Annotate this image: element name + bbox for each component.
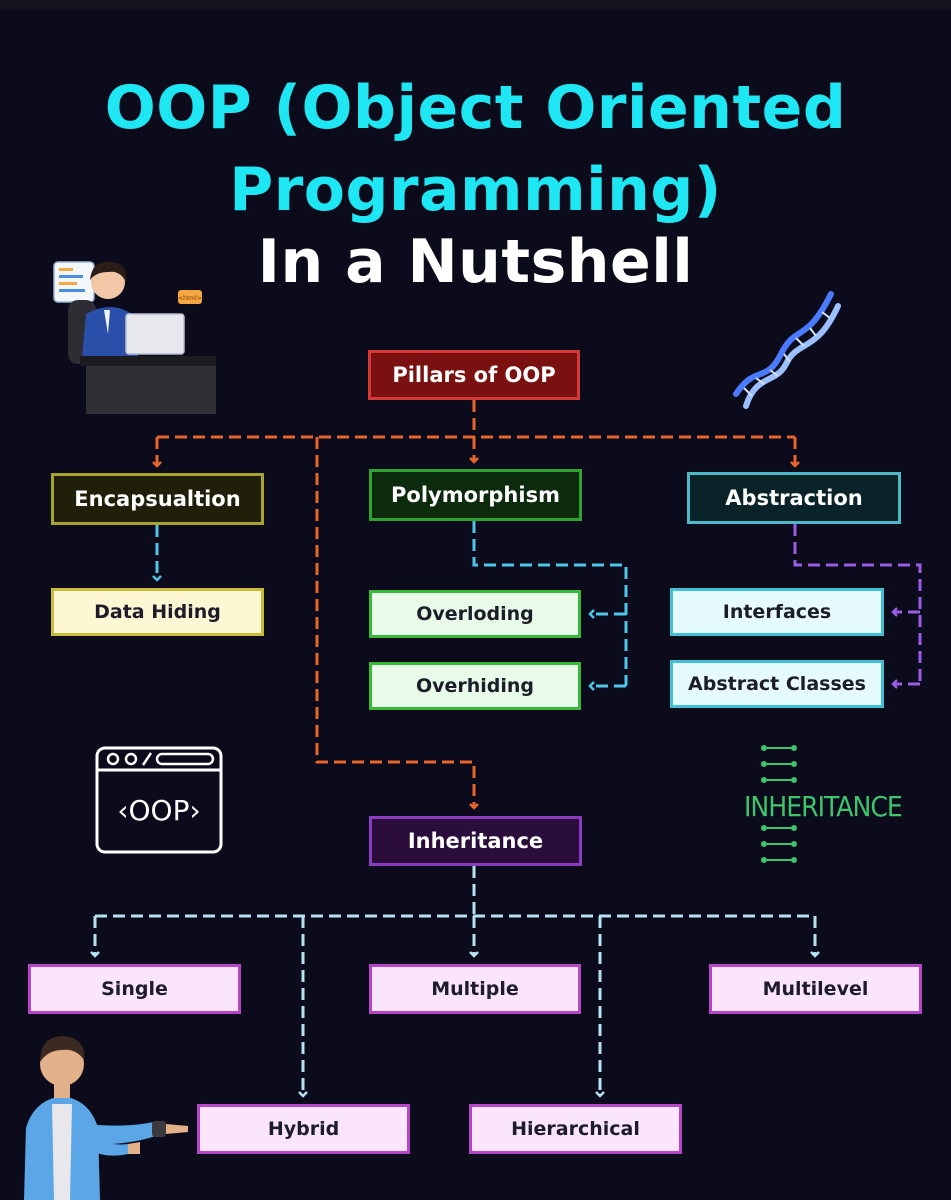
interfaces-label: Interfaces [722, 601, 832, 623]
single-box: Single [28, 964, 241, 1014]
developer-illustration: <html> [53, 261, 216, 414]
pillars-of-oop-box: Pillars of OOP [368, 350, 580, 400]
inheritance-dna-icon [761, 745, 797, 863]
arrow-to-inheritance [315, 437, 479, 810]
pillars-of-oop-label: Pillars of OOP [392, 363, 556, 387]
abstraction-branch [793, 524, 922, 684]
multilevel-label: Multilevel [762, 978, 869, 1000]
single-label: Single [101, 978, 168, 1000]
top-bar [0, 0, 951, 10]
poly-branch [472, 521, 628, 686]
polymorphism-label: Polymorphism [391, 483, 560, 507]
data-hiding-label: Data Hiding [94, 601, 221, 623]
hybrid-box: Hybrid [197, 1104, 410, 1154]
hybrid-label: Hybrid [267, 1118, 340, 1140]
inheritance-logo-text: INHERITANCE [744, 790, 903, 823]
oop-icon-text: ‹OOP› [117, 794, 200, 827]
data-hiding-box: Data Hiding [51, 588, 264, 636]
title-line-2: Programming) [229, 155, 722, 225]
man-pointing-illustration [24, 1036, 188, 1200]
overhiding-label: Overhiding [415, 675, 535, 697]
encapsulation-box: Encapsualtion [51, 473, 264, 525]
dna-helix-icon [733, 291, 841, 409]
encapsulation-label: Encapsualtion [74, 487, 241, 511]
hierarchical-box: Hierarchical [469, 1104, 682, 1154]
title-line-1: OOP (Object Oriented [104, 73, 847, 143]
abstraction-box: Abstraction [687, 472, 901, 524]
root-connectors [152, 400, 800, 810]
multilevel-box: Multilevel [709, 964, 922, 1014]
multiple-box: Multiple [369, 964, 581, 1014]
hierarchical-label: Hierarchical [511, 1118, 640, 1140]
html-tag-icon: <html> [178, 295, 202, 302]
multiple-label: Multiple [431, 978, 519, 1000]
overloding-label: Overloding [416, 603, 534, 625]
abstract-classes-box: Abstract Classes [670, 660, 884, 708]
interfaces-box: Interfaces [670, 588, 884, 636]
polymorphism-box: Polymorphism [369, 469, 582, 521]
title-line-3: In a Nutshell [257, 227, 694, 297]
overhiding-box: Overhiding [369, 662, 581, 710]
inheritance-box: Inheritance [369, 816, 582, 866]
inheritance-label: Inheritance [407, 829, 544, 853]
oop-browser-icon: ‹OOP› [95, 746, 223, 854]
overloding-box: Overloding [369, 590, 581, 638]
abstraction-label: Abstraction [725, 486, 863, 510]
abstract-classes-label: Abstract Classes [688, 673, 866, 695]
